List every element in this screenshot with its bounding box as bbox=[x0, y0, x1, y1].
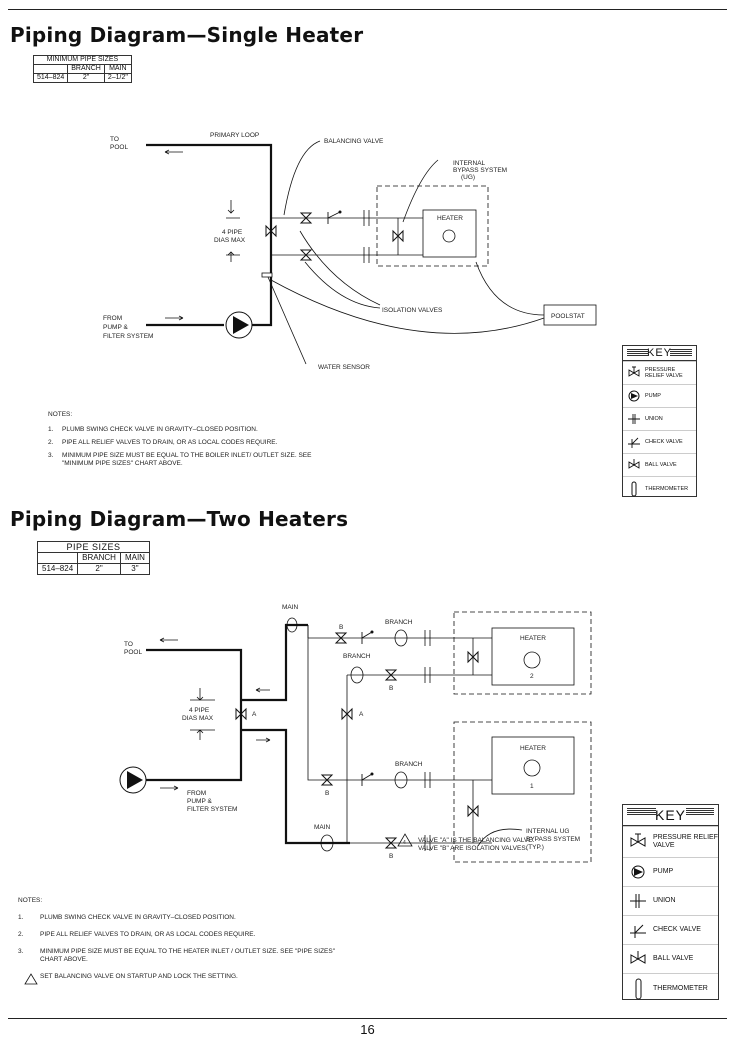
label-from: FROM bbox=[187, 790, 206, 797]
section1-title: Piping Diagram—Single Heater bbox=[10, 23, 364, 47]
note-item: 3.MINIMUM PIPE SIZE MUST BE EQUAL TO THE… bbox=[18, 948, 336, 963]
label-a: A bbox=[252, 711, 257, 718]
table-cell-model: 514–824 bbox=[32, 73, 69, 83]
label-from: FROM bbox=[103, 315, 122, 322]
label-heater: HEATER bbox=[437, 215, 463, 222]
label-branch: BRANCH bbox=[385, 619, 413, 626]
key-legend-large: KEY PRESSURE RELIEF VALVE PUMP UNION CHE… bbox=[622, 804, 719, 1000]
pump-icon bbox=[623, 389, 645, 403]
label-main-bottom: MAIN bbox=[314, 824, 331, 831]
label-to-pool-2: POOL bbox=[124, 649, 142, 656]
key-row: PUMP bbox=[623, 384, 696, 407]
top-rule bbox=[8, 9, 727, 10]
key-row: CHECK VALVE bbox=[623, 915, 718, 944]
union-icon bbox=[623, 412, 645, 426]
section2-title: Piping Diagram—Two Heaters bbox=[10, 507, 349, 531]
pressure-relief-valve-icon bbox=[623, 366, 645, 380]
check-valve-icon bbox=[623, 921, 653, 939]
label-b: B bbox=[389, 853, 393, 860]
label-valve-note-2: VALVE "B" ARE ISOLATION VALVES. bbox=[418, 845, 528, 852]
note-item: 3.MINIMUM PIPE SIZE MUST BE EQUAL TO THE… bbox=[48, 452, 312, 467]
label-dias-max: DIAS MAX bbox=[182, 715, 214, 722]
label-heater-2: HEATER bbox=[520, 635, 546, 642]
pump-icon bbox=[623, 863, 653, 881]
key-title: KEY bbox=[623, 805, 718, 826]
key-row: CHECK VALVE bbox=[623, 430, 696, 453]
label-internal-bypass-1: INTERNAL bbox=[453, 160, 486, 167]
key-row: UNION bbox=[623, 407, 696, 430]
page-number: 16 bbox=[360, 1022, 375, 1037]
table-cell-main: 2–1/2" bbox=[103, 73, 132, 83]
union-icon bbox=[623, 892, 653, 910]
note-item: 1.PLUMB SWING CHECK VALVE IN GRAVITY–CLO… bbox=[48, 426, 258, 433]
label-b: B bbox=[339, 624, 343, 631]
section1-notes: NOTES: 1.PLUMB SWING CHECK VALVE IN GRAV… bbox=[48, 411, 318, 473]
key-row: BALL VALVE bbox=[623, 944, 718, 973]
label-water-sensor: WATER SENSOR bbox=[318, 364, 370, 371]
bottom-rule bbox=[8, 1018, 727, 1019]
note-item: 4SET BALANCING VALVE ON STARTUP AND LOCK… bbox=[40, 973, 238, 980]
label-branch: BRANCH bbox=[395, 761, 423, 768]
key-row: THERMOMETER bbox=[623, 476, 696, 501]
key-row: THERMOMETER bbox=[623, 973, 718, 1004]
label-b: B bbox=[389, 685, 393, 692]
note-item: 2.PIPE ALL RELIEF VALVES TO DRAIN, OR AS… bbox=[48, 439, 278, 446]
label-heater-1: HEATER bbox=[520, 745, 546, 752]
pressure-relief-valve-icon bbox=[623, 833, 653, 851]
label-valve-note-1: VALVE "A" IS THE BALANCING VALVE. bbox=[418, 837, 535, 844]
label-heater-1-num: 1 bbox=[530, 783, 534, 790]
key-legend-small: KEY PRESSURE RELIEF VALVE PUMP UNION CHE… bbox=[622, 345, 697, 497]
thermometer-icon bbox=[623, 978, 653, 1000]
label-balancing-valve: BALANCING VALVE bbox=[324, 138, 384, 145]
label-poolstat: POOLSTAT bbox=[551, 313, 585, 320]
label-internal-2: BYPASS SYSTEM bbox=[526, 836, 580, 843]
note-marker: 4 bbox=[403, 840, 406, 846]
label-internal-1: INTERNAL UG bbox=[526, 828, 569, 835]
label-four-pipe: 4 PIPE bbox=[189, 707, 210, 714]
note-item: 2.PIPE ALL RELIEF VALVES TO DRAIN, OR AS… bbox=[18, 931, 256, 938]
label-branch: BRANCH bbox=[343, 653, 371, 660]
label-pump: PUMP & bbox=[103, 324, 128, 331]
label-filter-system: FILTER SYSTEM bbox=[187, 806, 237, 813]
table-cell-branch: 2" bbox=[77, 563, 121, 575]
key-title: KEY bbox=[623, 346, 696, 361]
label-internal-bypass-3: (UG) bbox=[461, 174, 475, 181]
key-row: UNION bbox=[623, 886, 718, 915]
label-to-pool: TO bbox=[124, 641, 133, 648]
check-valve-icon bbox=[623, 435, 645, 449]
label-isolation-valves: ISOLATION VALVES bbox=[382, 307, 443, 314]
key-row: PRESSURE RELIEF VALVE bbox=[623, 826, 718, 857]
label-dias-max: DIAS MAX bbox=[214, 237, 246, 244]
label-a: A bbox=[359, 711, 364, 718]
note-item: 1.PLUMB SWING CHECK VALVE IN GRAVITY–CLO… bbox=[18, 914, 236, 921]
label-internal-bypass-2: BYPASS SYSTEM bbox=[453, 167, 507, 174]
table-cell-model: 514–824 bbox=[36, 563, 79, 575]
thermometer-icon bbox=[623, 481, 645, 497]
label-to-pool-2: POOL bbox=[110, 144, 128, 151]
label-pump: PUMP & bbox=[187, 798, 212, 805]
section2-notes: NOTES: 1.PLUMB SWING CHECK VALVE IN GRAV… bbox=[18, 897, 338, 986]
label-b: B bbox=[325, 790, 329, 797]
table-cell-main: 3" bbox=[119, 563, 150, 575]
ball-valve-icon bbox=[623, 458, 645, 472]
label-primary-loop: PRIMARY LOOP bbox=[210, 132, 259, 139]
label-to-pool: TO bbox=[110, 136, 119, 143]
label-internal-3: (TYP.) bbox=[526, 844, 544, 851]
key-row: PRESSURE RELIEF VALVE bbox=[623, 361, 696, 384]
notes-title: NOTES: bbox=[18, 897, 43, 904]
ball-valve-icon bbox=[623, 950, 653, 968]
key-row: BALL VALVE bbox=[623, 453, 696, 476]
label-main-top: MAIN bbox=[282, 604, 299, 611]
notes-title: NOTES: bbox=[48, 411, 73, 418]
key-row: PUMP bbox=[623, 857, 718, 886]
label-heater-2-num: 2 bbox=[530, 673, 534, 680]
label-filter-system: FILTER SYSTEM bbox=[103, 333, 153, 340]
label-four-pipe: 4 PIPE bbox=[222, 229, 243, 236]
